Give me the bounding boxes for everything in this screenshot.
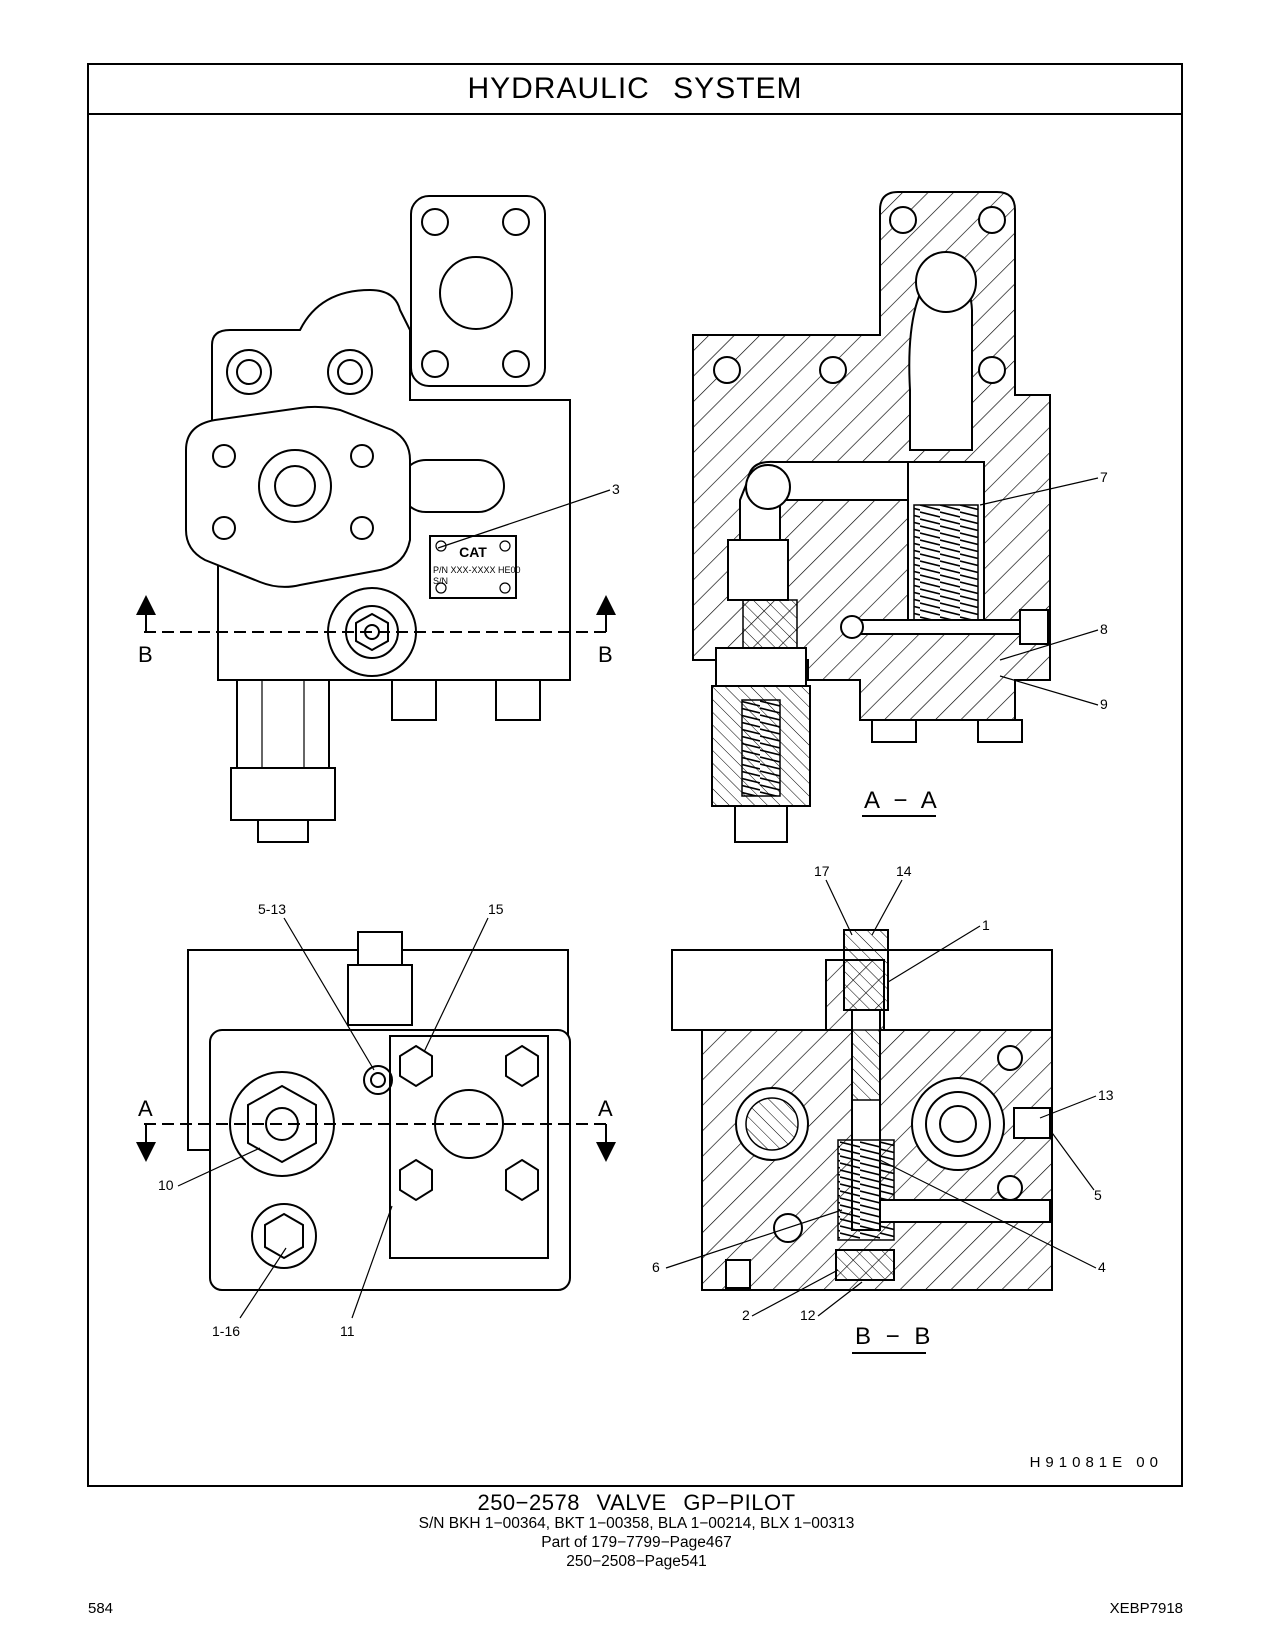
callout-1-16: 1-16: [212, 1323, 240, 1339]
callout-7: 7: [1100, 469, 1108, 485]
figure-code: H91081E 00: [1029, 1454, 1163, 1471]
callout-12: 12: [800, 1307, 816, 1323]
callout-10: 10: [158, 1177, 174, 1193]
callout-3: 3: [612, 481, 620, 497]
cat-logo: CAT: [459, 544, 487, 560]
page-title: HYDRAULIC SYSTEM: [89, 65, 1181, 115]
callout-8: 8: [1100, 621, 1108, 637]
callout-13: 13: [1098, 1087, 1114, 1103]
caption-title: 250−2578 VALVE GP−PILOT: [477, 1490, 796, 1515]
section-mark-a-right: A: [598, 1096, 613, 1121]
section-mark-b-left: B: [138, 642, 153, 667]
section-mark-b-right: B: [598, 642, 613, 667]
caption-part-of-2: 250−2508−Page541: [566, 1553, 707, 1570]
external-view-bottom: A A 5-13 15 10 1-16 11: [136, 901, 616, 1339]
section-name-b-b: B − B: [855, 1323, 934, 1350]
callout-5-13: 5-13: [258, 901, 286, 917]
section-view-b-b: B − B 17 14 1 13 5 4 6 2 12: [652, 863, 1114, 1354]
section-name-a-a: A − A: [864, 787, 941, 814]
callout-17: 17: [814, 863, 830, 879]
section-mark-a-left: A: [138, 1096, 153, 1121]
drawing-frame: HYDRAULIC SYSTEM H91081E 00: [87, 63, 1183, 1487]
callout-15: 15: [488, 901, 504, 917]
page-number: 584: [88, 1600, 114, 1617]
callout-1: 1: [982, 917, 990, 933]
callout-9: 9: [1100, 696, 1108, 712]
caption-serials: S/N BKH 1−00364, BKT 1−00358, BLA 1−0021…: [418, 1515, 855, 1532]
callout-2: 2: [742, 1307, 750, 1323]
caption-part-of-1: Part of 179−7799−Page467: [541, 1534, 732, 1551]
callout-11: 11: [340, 1323, 355, 1339]
callout-5: 5: [1094, 1187, 1102, 1203]
callout-14: 14: [896, 863, 912, 879]
external-view-top: CAT P/N XXX-XXXX HE00 S/N B B 3: [136, 195, 620, 843]
nameplate-pn: P/N XXX-XXXX HE00: [433, 565, 521, 575]
document-id: XEBP7918: [1109, 1600, 1183, 1617]
section-view-a-a: A − A 7 8 9: [692, 191, 1108, 843]
nameplate-sn: S/N: [433, 576, 448, 586]
callout-4: 4: [1098, 1259, 1106, 1275]
callout-6: 6: [652, 1259, 660, 1275]
